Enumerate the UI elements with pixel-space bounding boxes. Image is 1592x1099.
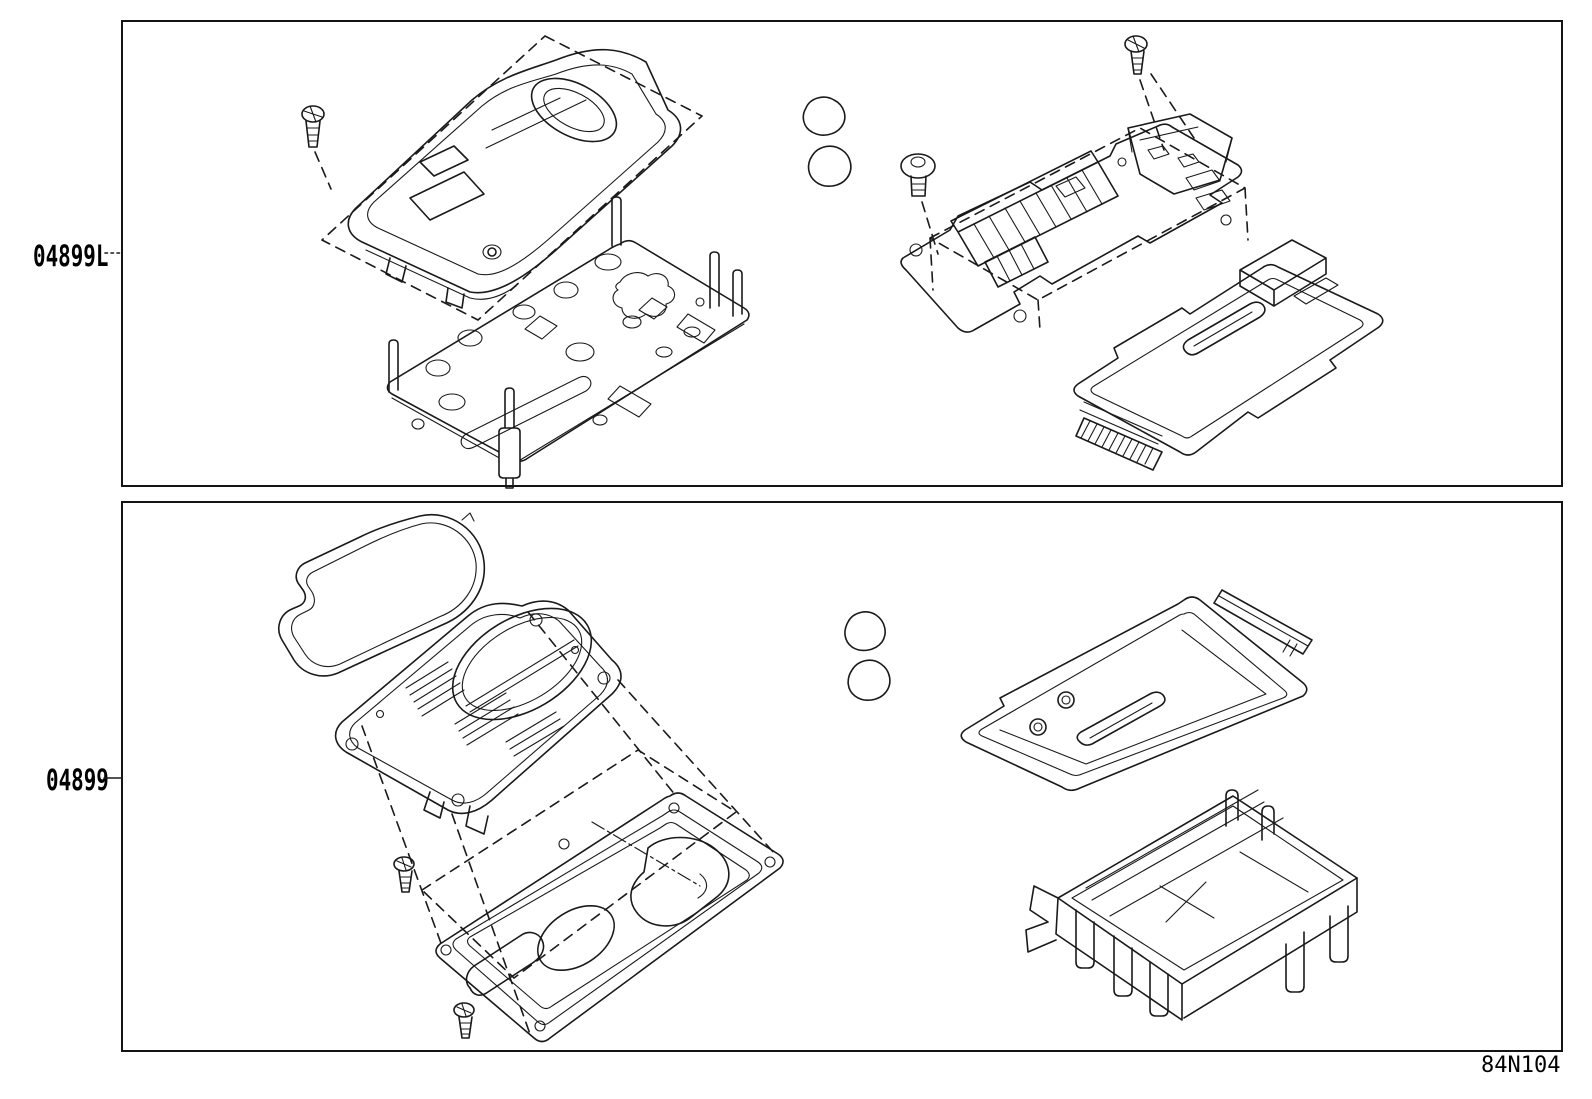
figure-code: 84N104	[1481, 1053, 1561, 1078]
lower-tray-cover	[1073, 239, 1384, 471]
flat-tray-cover	[960, 589, 1313, 792]
cap-plug	[847, 659, 891, 701]
grommet-icon	[900, 153, 936, 197]
bottom-cover-plate	[435, 792, 784, 1043]
screw-icon	[393, 856, 415, 893]
upper-panel-frame	[121, 20, 1563, 487]
screw-icon	[453, 1002, 475, 1039]
callout-label-upper: 04899L	[33, 239, 109, 273]
screw-icon	[301, 105, 325, 148]
lower-cover-and-case	[844, 589, 1358, 1021]
compartment-case	[1025, 789, 1358, 1021]
lower-panel-frame	[121, 501, 1563, 1052]
cap-plug	[802, 96, 846, 136]
upper-cover	[347, 48, 682, 309]
exploded-outline	[321, 35, 703, 321]
solenoid-body	[900, 113, 1243, 333]
cap-plug	[844, 611, 886, 652]
callout-label-lower: 04899	[46, 763, 109, 797]
upper-cover-assembly	[301, 35, 750, 489]
valve-body-pan	[334, 600, 622, 835]
screw-icon	[1124, 35, 1148, 75]
upper-solenoid-assembly	[802, 35, 1384, 471]
lower-pan-assembly	[278, 512, 784, 1043]
separator-plate	[386, 196, 750, 489]
gasket-ring	[278, 512, 486, 677]
edge-strip	[1213, 589, 1313, 655]
cap-plug	[807, 145, 852, 187]
